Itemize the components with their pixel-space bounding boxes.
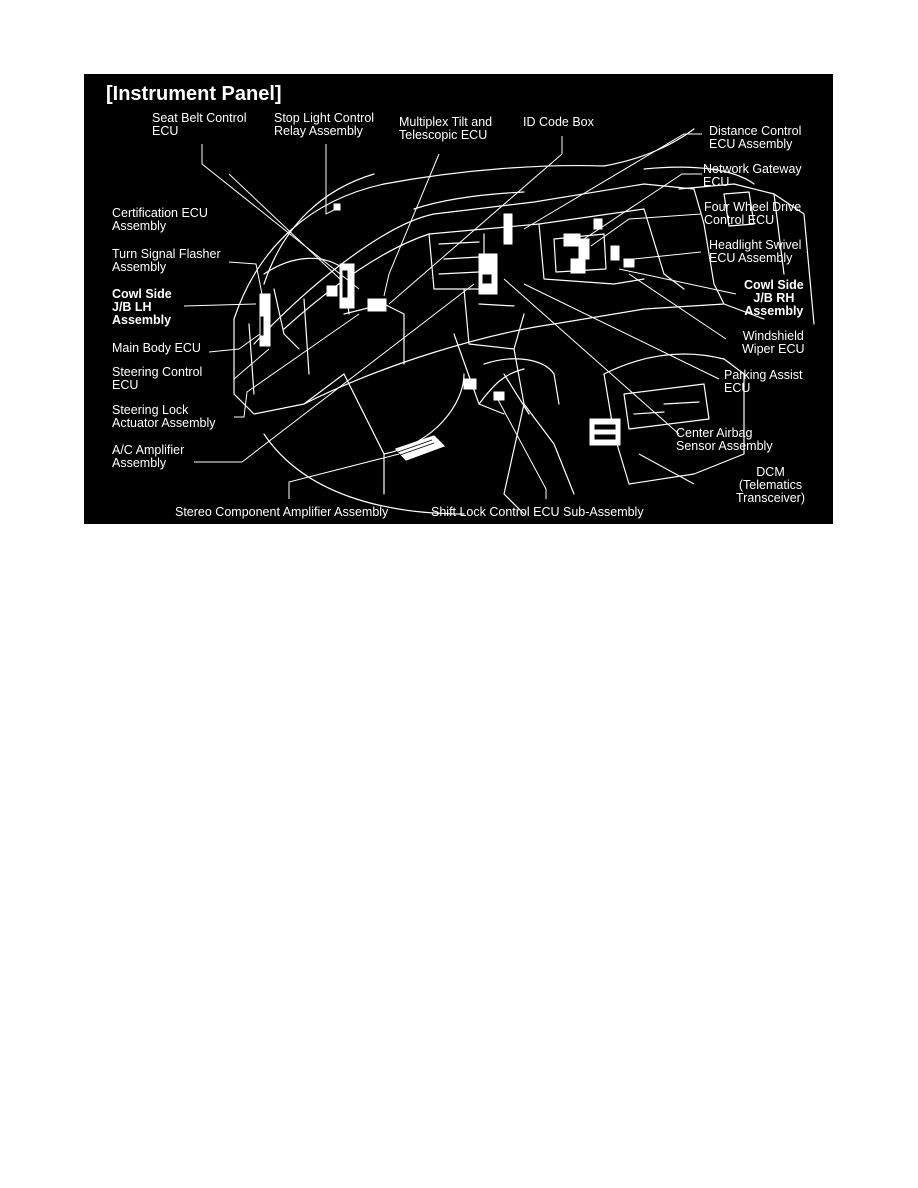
- label-cowl-side-jb-rh: Cowl Side J/B RH Assembly: [744, 278, 804, 318]
- label-ac-amplifier: A/C Amplifier Assembly: [112, 443, 185, 470]
- label-cowl-side-jb-lh: Cowl Side J/B LH Assembly: [112, 287, 172, 327]
- label-steering-lock-actuator: Steering Lock Actuator Assembly: [112, 403, 216, 430]
- label-windshield-wiper-ecu: Windshield Wiper ECU: [742, 329, 805, 356]
- dashboard-illustration: [183, 128, 815, 515]
- label-four-wheel-drive-ecu: Four Wheel Drive Control ECU: [704, 200, 802, 227]
- instrument-panel-diagram: [Instrument Panel] Seat Belt Control ECU…: [84, 74, 833, 524]
- panel-title: [Instrument Panel]: [106, 83, 282, 105]
- label-multiplex-tilt-ecu: Multiplex Tilt and Telescopic ECU: [399, 115, 493, 142]
- label-stereo-component-amplifier: Stereo Component Amplifier Assembly: [175, 505, 389, 519]
- label-headlight-swivel-ecu: Headlight Swivel ECU Assembly: [709, 238, 802, 265]
- label-network-gateway-ecu: Network Gateway ECU: [703, 162, 802, 189]
- label-shift-lock-control-ecu: Shift Lock Control ECU Sub-Assembly: [431, 505, 644, 519]
- label-steering-control-ecu: Steering Control ECU: [112, 365, 203, 392]
- stereo-amplifier-illustration: [394, 435, 446, 461]
- label-certification-ecu: Certification ECU Assembly: [112, 206, 208, 233]
- label-center-airbag-sensor: Center Airbag Sensor Assembly: [676, 426, 773, 453]
- label-parking-assist-ecu: Parking Assist ECU: [724, 368, 803, 395]
- label-seat-belt-control-ecu: Seat Belt Control ECU: [152, 111, 247, 138]
- label-id-code-box: ID Code Box: [523, 115, 594, 129]
- label-dcm-telematics: DCM (Telematics Transceiver): [736, 465, 805, 505]
- label-distance-control-ecu: Distance Control ECU Assembly: [709, 124, 802, 151]
- label-turn-signal-flasher: Turn Signal Flasher Assembly: [112, 247, 221, 274]
- label-main-body-ecu: Main Body ECU: [112, 341, 201, 355]
- label-stop-light-control-relay: Stop Light Control Relay Assembly: [274, 111, 375, 138]
